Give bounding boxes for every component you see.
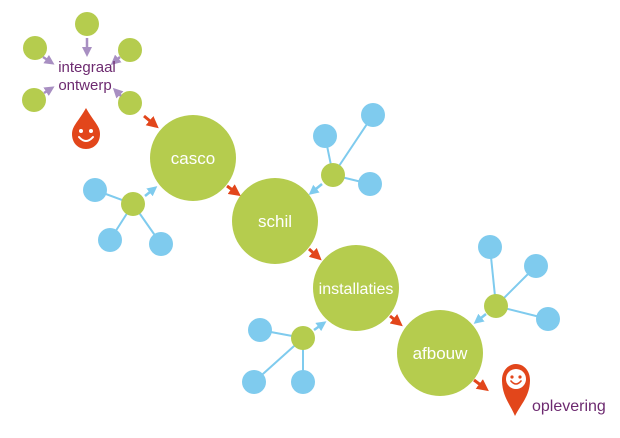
phase-node	[313, 245, 399, 331]
satellite-node	[83, 178, 107, 202]
end-cluster: oplevering	[502, 364, 606, 416]
satellite-node	[291, 370, 315, 394]
phase-node	[150, 115, 236, 201]
start-satellite	[23, 36, 47, 60]
input-arrow	[473, 313, 487, 324]
smiley-pin-icon	[502, 364, 530, 416]
satellite-node	[524, 254, 548, 278]
phase-schil-group: schil	[232, 103, 385, 264]
phase-casco-group: casco	[83, 115, 236, 256]
flow-arrow	[389, 314, 403, 327]
input-arrow	[43, 86, 55, 96]
end-label: oplevering	[532, 398, 606, 415]
satellite-node	[361, 103, 385, 127]
smiley-drop-icon	[72, 108, 100, 149]
satellite-node	[98, 228, 122, 252]
flow-arrow	[226, 184, 241, 197]
hub-node	[484, 294, 508, 318]
input-arrow	[313, 321, 327, 332]
hub-node	[291, 326, 315, 350]
input-arrow	[112, 87, 124, 99]
flow-arrow	[473, 378, 489, 392]
satellite-node	[313, 124, 337, 148]
flow-arrow	[307, 247, 322, 261]
flow-arrow	[143, 114, 159, 129]
satellite-node	[478, 235, 502, 259]
satellite-node	[149, 232, 173, 256]
start-satellite	[22, 88, 46, 112]
phase-label: schil	[258, 212, 292, 231]
hub-node	[121, 192, 145, 216]
start-label-line1: integraal	[58, 59, 116, 76]
start-satellite	[75, 12, 99, 36]
input-arrow	[42, 54, 55, 65]
phase-label: afbouw	[413, 344, 469, 363]
start-satellite	[118, 38, 142, 62]
phase-node	[397, 310, 483, 396]
input-arrow	[308, 183, 323, 195]
satellite-node	[358, 172, 382, 196]
start-label-line2: ontwerp	[58, 77, 111, 94]
hub-node	[321, 163, 345, 187]
phase-afbouw-group: afbouw	[397, 235, 560, 396]
phase-label: installaties	[319, 281, 394, 298]
input-arrow	[110, 54, 122, 65]
satellite-node	[242, 370, 266, 394]
satellite-node	[248, 318, 272, 342]
phase-label: casco	[171, 149, 215, 168]
start-satellite	[118, 91, 142, 115]
input-arrow	[144, 186, 158, 197]
satellite-node	[536, 307, 560, 331]
start-cluster: integraal ontwerp	[22, 12, 142, 149]
phase-node	[232, 178, 318, 264]
phase-installaties-group: installaties	[242, 245, 399, 394]
